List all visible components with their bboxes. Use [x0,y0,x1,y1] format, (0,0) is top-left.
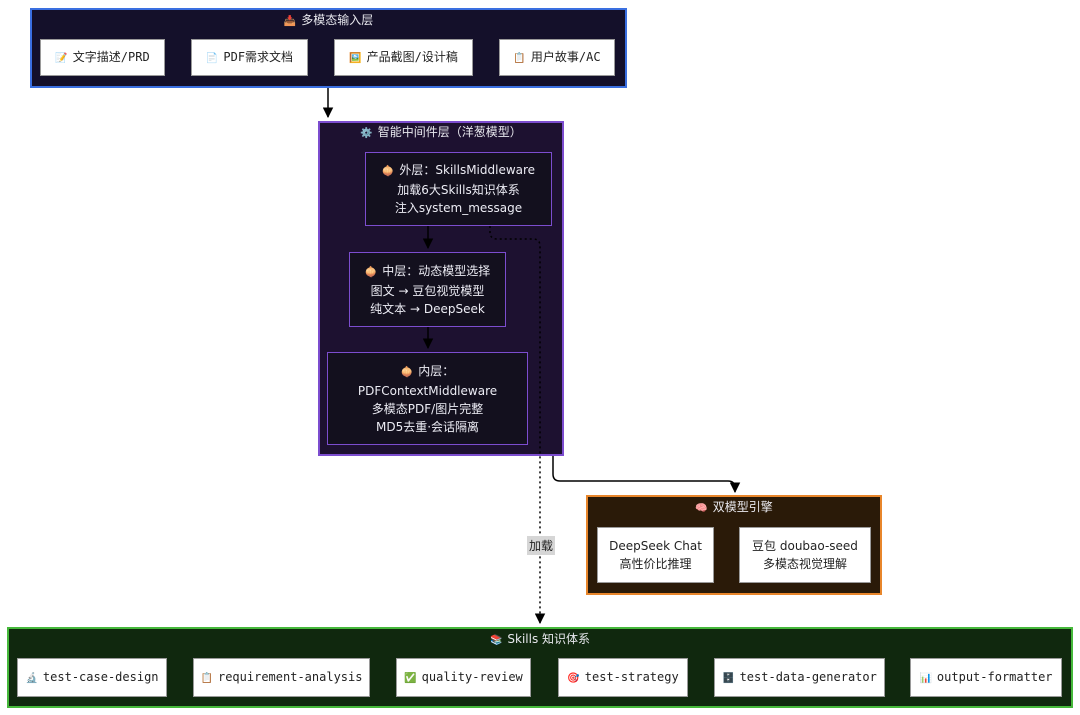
input-node-screenshot[interactable]: 🖼️产品截图/设计稿 [334,39,473,76]
database-icon: 🗄️ [722,672,735,684]
onion-icon: 🧅 [400,366,414,378]
input-node-user-story[interactable]: 📋用户故事/AC [499,39,615,76]
onion-icon: 🧅 [381,166,395,177]
edge-middleware-to-engine [552,456,741,494]
middleware-outer-node[interactable]: 🧅外层：SkillsMiddleware 加载6大Skills知识体系 注入sy… [365,152,552,226]
middleware-middle-node[interactable]: 🧅中层：动态模型选择 图文 → 豆包视觉模型 纯文本 → DeepSeek [349,252,506,327]
skill-node-test-case-design[interactable]: 🔬test-case-design [17,658,167,697]
skill-node-quality-review[interactable]: ✅quality-review [396,658,531,697]
edge-outer-to-skills-dotted [489,226,546,625]
books-icon: 📚 [489,635,503,646]
skill-node-requirement-analysis[interactable]: 📋requirement-analysis [193,658,370,697]
engine-node-deepseek[interactable]: DeepSeek Chat 高性价比推理 [597,527,714,583]
check-icon: ✅ [404,672,417,684]
edge-label-load: 加载 [527,536,556,555]
skill-node-output-formatter[interactable]: 📊output-formatter [910,658,1062,697]
skill-node-test-strategy[interactable]: 🎯test-strategy [558,658,688,697]
microscope-icon: 🔬 [25,672,38,684]
onion-icon: 🧅 [364,266,378,278]
skills-title: 📚Skills 知识体系 [489,632,591,646]
middleware-layer-title: ⚙️智能中间件层（洋葱模型） [360,125,522,139]
inbox-icon: 📥 [283,16,297,27]
memo-icon: 📝 [55,52,68,64]
target-icon: 🎯 [567,672,580,684]
input-node-pdf-doc[interactable]: 📄PDF需求文档 [191,39,308,76]
input-node-text-prd[interactable]: 📝文字描述/PRD [40,39,165,76]
engine-node-doubao[interactable]: 豆包 doubao-seed 多模态视觉理解 [739,527,871,583]
middleware-inner-node[interactable]: 🧅内层： PDFContextMiddleware 多模态PDF/图片完整 MD… [327,352,528,445]
picture-icon: 🖼️ [349,52,362,64]
skill-node-test-data-generator[interactable]: 🗄️test-data-generator [714,658,885,697]
bar-chart-icon: 📊 [919,672,932,684]
input-layer-title: 📥多模态输入层 [283,13,374,27]
gear-icon: ⚙️ [360,128,373,139]
engine-title: 🧠双模型引擎 [695,500,773,514]
document-icon: 📄 [205,52,219,64]
clipboard-icon: 📋 [200,672,213,684]
skills-cluster: 📚Skills 知识体系 [7,627,1073,708]
clipboard-icon: 📋 [513,52,526,64]
brain-icon: 🧠 [695,503,708,514]
